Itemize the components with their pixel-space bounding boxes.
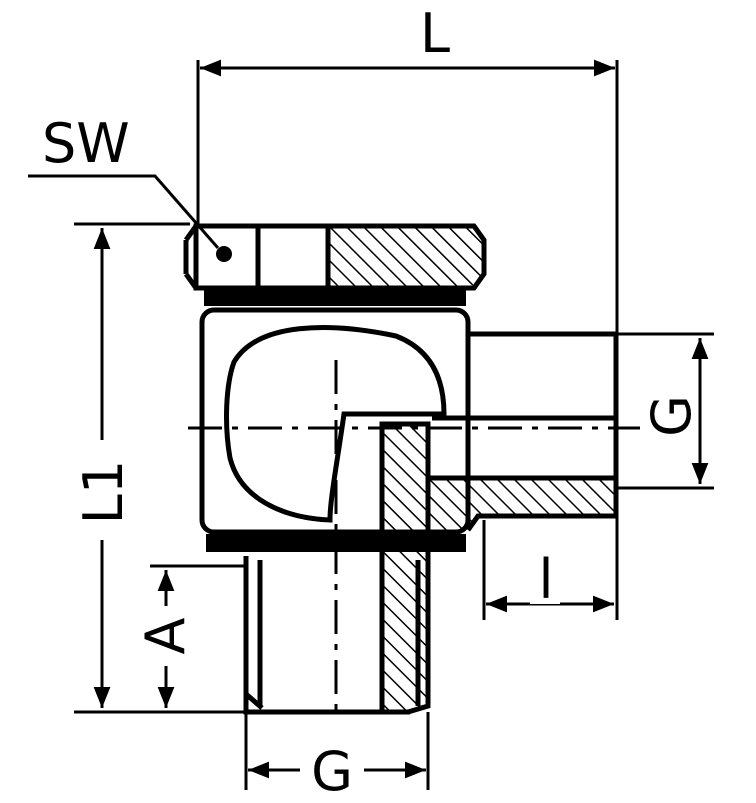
label-g-right: G <box>640 395 703 437</box>
upper-seal-ring <box>204 290 466 306</box>
label-a: A <box>134 617 197 654</box>
hex-head <box>183 223 487 291</box>
dimension-g-right: G <box>616 332 714 490</box>
dimension-sw: SW <box>28 112 232 262</box>
sight-glass-body <box>199 307 471 535</box>
vertical-bore-wall <box>379 421 431 715</box>
outlet-outline-top <box>468 331 619 478</box>
dimension-l1: L1 <box>72 222 246 714</box>
body-outline <box>199 307 471 535</box>
dimension-g-bottom: G <box>244 712 430 803</box>
leader-dot-sw <box>216 246 232 262</box>
outlet-wall-hatch <box>430 478 616 530</box>
outlet-wall-outline <box>430 475 619 532</box>
bore-wall-hatch <box>382 424 428 712</box>
side-outlet <box>430 331 619 532</box>
dimension-l-small: l <box>482 520 614 620</box>
bore-wall-outline <box>379 421 431 715</box>
label-l1: L1 <box>72 460 135 524</box>
dimension-a: A <box>134 564 244 708</box>
hex-head-section-hatch <box>330 228 482 286</box>
label-l-small: l <box>538 548 553 611</box>
dimension-l: L <box>196 2 619 620</box>
label-g-bottom: G <box>311 740 353 803</box>
threaded-spigot <box>243 556 421 715</box>
label-sw: SW <box>42 112 130 175</box>
sight-glass-window <box>224 325 447 523</box>
label-l: L <box>420 2 450 65</box>
